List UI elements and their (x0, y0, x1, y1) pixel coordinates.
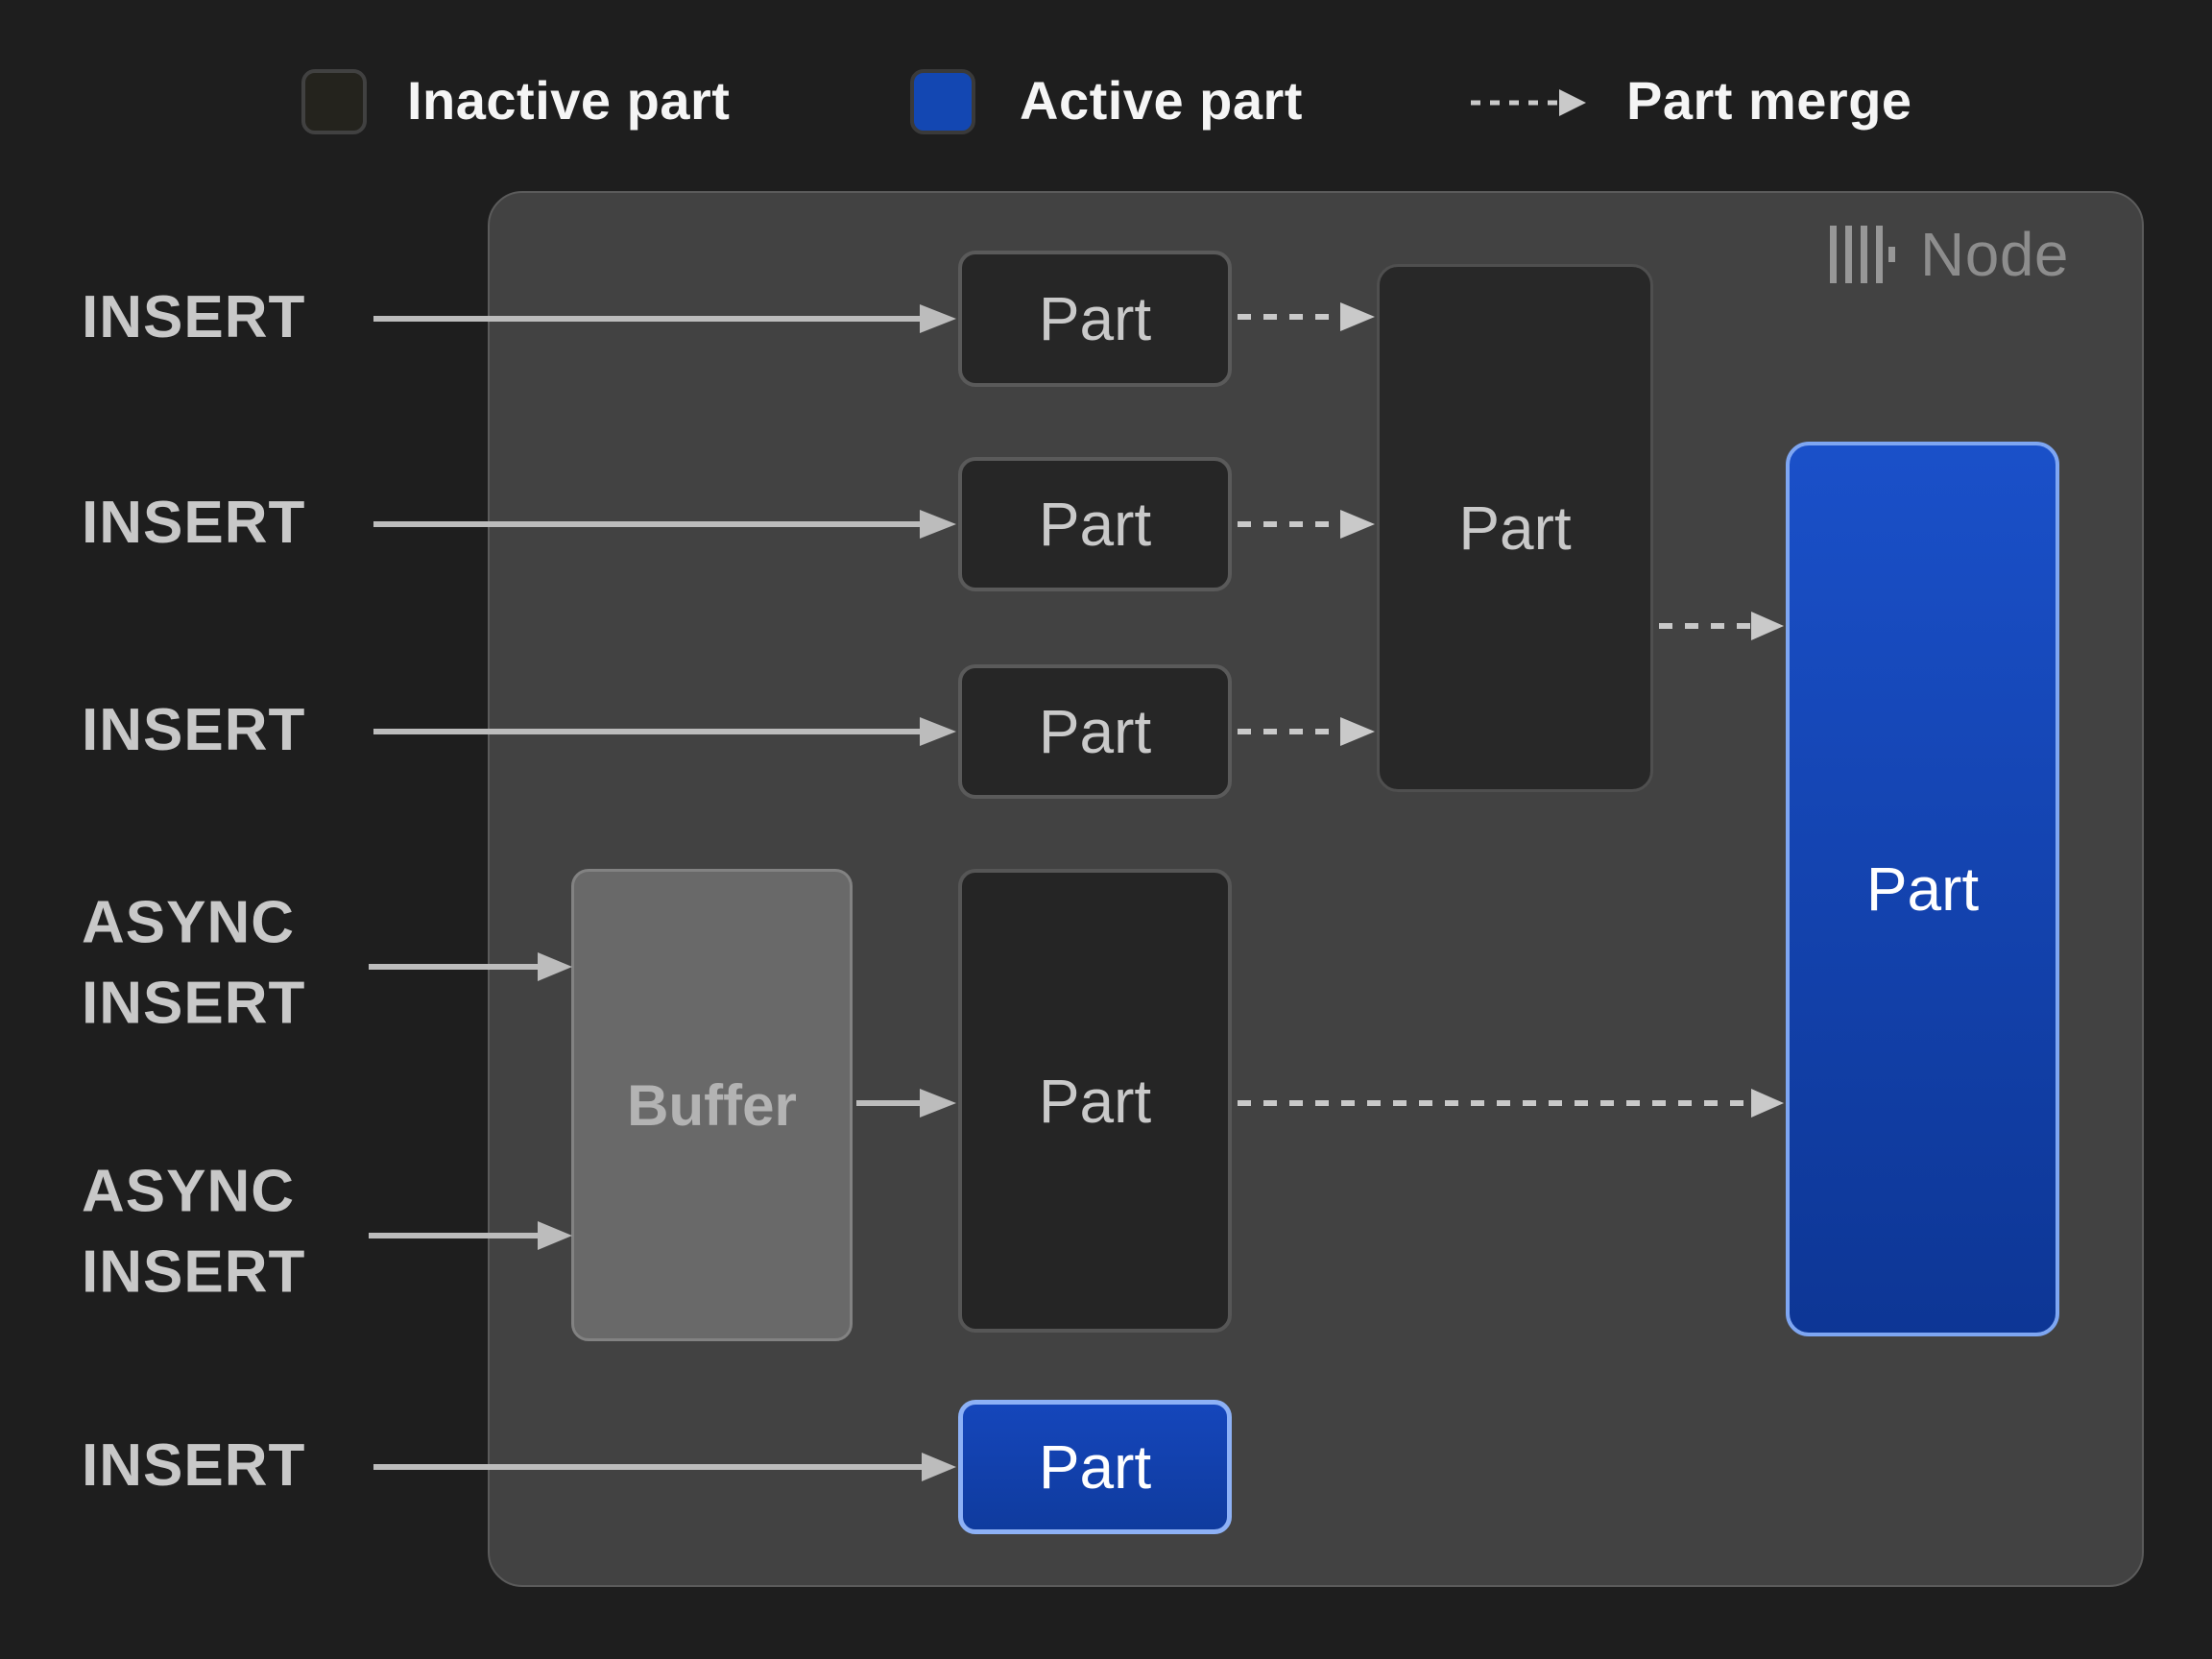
buffered-part-box: Part (958, 869, 1232, 1333)
async-insert-label-2-line-1: ASYNC (82, 1158, 296, 1225)
merged-part-box: Part (1377, 264, 1653, 792)
part-box-label: Part (1038, 1432, 1152, 1502)
insert-label-4: INSERT (82, 1432, 306, 1500)
legend-part-merge-arrow (1471, 89, 1586, 116)
insert-label-2: INSERT (82, 490, 306, 557)
async-insert-label-2-line-2: INSERT (82, 1238, 306, 1306)
buffer-box-label: Buffer (627, 1072, 797, 1138)
part-box-label: Part (1865, 854, 1980, 924)
active-part-box-large: Part (1786, 442, 2059, 1336)
legend-part-merge-label: Part merge (1626, 70, 1912, 132)
async-insert-label-1: ASYNC INSERT (82, 883, 305, 1045)
clickhouse-logo-icon (1830, 226, 1895, 283)
legend-inactive-part-swatch (301, 69, 367, 134)
legend-inactive-part-label: Inactive part (407, 70, 731, 132)
part-box-label: Part (1038, 490, 1152, 559)
async-insert-label-1-line-1: ASYNC (82, 889, 296, 956)
node-title: Node (1920, 220, 2069, 289)
part-box-label: Part (1458, 493, 1572, 563)
insert-label-1: INSERT (82, 284, 306, 351)
part-box-label: Part (1038, 284, 1152, 353)
inactive-part-box-1: Part (958, 251, 1232, 387)
insert-label-3: INSERT (82, 697, 306, 764)
buffer-box: Buffer (571, 869, 853, 1341)
active-part-box-small: Part (958, 1400, 1232, 1534)
async-insert-label-2: ASYNC INSERT (82, 1152, 305, 1313)
part-box-label: Part (1038, 1066, 1152, 1136)
legend-active-part-label: Active part (1020, 70, 1303, 132)
inactive-part-box-3: Part (958, 664, 1232, 799)
legend-active-part-swatch (910, 69, 975, 134)
async-insert-label-1-line-2: INSERT (82, 970, 306, 1037)
part-box-label: Part (1038, 697, 1152, 766)
inactive-part-box-2: Part (958, 457, 1232, 591)
